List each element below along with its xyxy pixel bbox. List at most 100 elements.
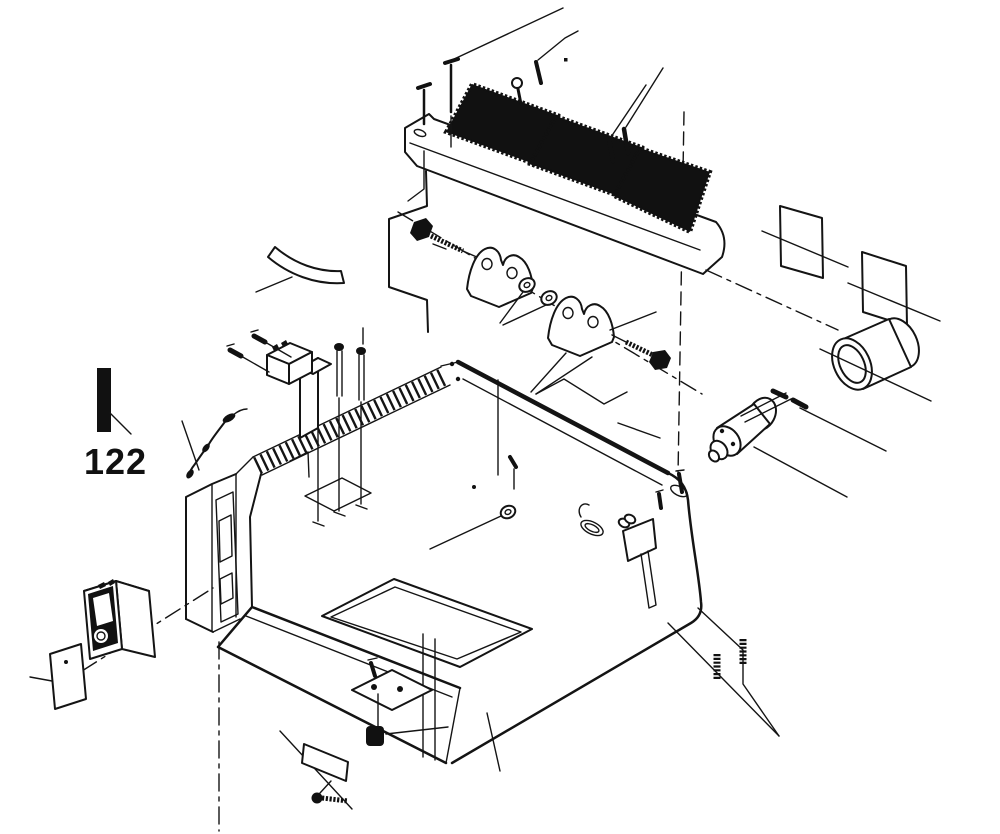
back-rim-edge — [455, 359, 671, 476]
bolt-tip — [611, 334, 627, 343]
screw-body — [534, 60, 543, 85]
wire-terminal — [222, 413, 236, 423]
screw-body — [621, 126, 631, 156]
right-edge — [450, 471, 703, 765]
indicator-ring — [96, 631, 106, 641]
retainer-strip — [301, 743, 349, 782]
leader-line — [319, 780, 332, 794]
pivot-bracket-rear — [547, 295, 615, 357]
ground-wire — [181, 408, 248, 479]
indicator-hole — [94, 629, 108, 643]
rim-hole — [455, 376, 461, 382]
belt-guard-panel — [388, 170, 429, 333]
arrow-body — [267, 246, 345, 285]
cooling-fin-pad — [527, 113, 647, 199]
screw-ring-head — [511, 77, 523, 89]
leader-line — [537, 30, 579, 61]
plate-hole — [64, 660, 68, 664]
hinge-bolt-left-thread — [429, 233, 465, 254]
pivot-hardware — [397, 211, 703, 395]
rocker-button — [93, 593, 113, 626]
tube-centerline — [705, 269, 839, 331]
plate-screw — [397, 686, 403, 692]
rim-hole — [449, 361, 455, 367]
plate-screw-top — [369, 661, 377, 678]
switch-screw — [251, 333, 268, 345]
rim-grommet — [623, 513, 637, 525]
motor-boss — [707, 449, 721, 463]
leader-line — [451, 7, 564, 61]
cover-bar-hole — [413, 128, 427, 138]
bracket-hole — [506, 266, 518, 280]
rim-pin — [677, 472, 684, 494]
slot-tower — [185, 456, 254, 633]
tower-base-inner — [212, 618, 241, 633]
motor-screw — [770, 388, 789, 400]
floor-washer — [499, 504, 517, 520]
long-screw — [355, 354, 368, 510]
carriage-bolt-thread — [321, 795, 349, 804]
leader-line — [255, 276, 293, 293]
leader-line — [385, 726, 449, 735]
mounting-plate-right — [861, 251, 908, 327]
leader-dot — [564, 58, 568, 62]
cover-bar-edge — [409, 142, 701, 251]
washer-hole — [545, 294, 553, 302]
leader-line — [625, 67, 664, 128]
tower-base — [185, 618, 214, 633]
rim-inner-edge — [462, 378, 663, 486]
hanger-bar — [640, 550, 657, 609]
rocker-switch-assembly — [29, 579, 156, 710]
rim-joint — [440, 361, 459, 367]
drive-motor — [707, 388, 887, 498]
slot-curl — [578, 503, 590, 518]
pin-head — [675, 469, 685, 472]
bottom-mounting-plate — [351, 669, 433, 711]
rim-notch — [535, 378, 661, 439]
switch-terminal — [108, 579, 115, 586]
cooling-fin-pad — [611, 145, 713, 235]
tick — [432, 243, 447, 250]
tower-channel — [215, 491, 239, 623]
rotation-arrow — [255, 246, 345, 293]
front-left-edge — [249, 473, 262, 608]
switch-terminal — [98, 582, 106, 589]
bracket-hole — [562, 306, 574, 320]
leader-line — [847, 282, 941, 322]
callout-bar-122 — [97, 368, 111, 432]
inner-tray — [321, 578, 533, 668]
leader-line — [486, 712, 501, 772]
leader-line — [697, 607, 780, 737]
leader-line — [429, 515, 502, 550]
leader-line — [610, 84, 647, 138]
leader-line — [667, 622, 780, 737]
screw-axis — [367, 657, 379, 727]
long-screw — [333, 350, 346, 517]
leader-line — [761, 230, 849, 268]
floor-washer-hole — [504, 508, 512, 516]
screw-head — [416, 82, 432, 90]
upper-cover-assembly — [404, 7, 726, 477]
hinge-bolt-right-head — [649, 350, 671, 370]
inner-tray-lip — [330, 586, 522, 660]
tower-slot — [219, 572, 234, 605]
leader-line — [819, 348, 932, 402]
oval-slot — [580, 519, 604, 537]
front-wall — [216, 605, 462, 765]
leader-line — [279, 730, 353, 810]
face-bolt — [719, 428, 725, 434]
chassis-base — [81, 359, 780, 832]
tube-bore — [837, 344, 867, 384]
spacer-tube — [819, 317, 932, 402]
hinge-bolt-right-thread — [624, 339, 657, 359]
vent-slots — [253, 367, 449, 475]
tower-verticals — [211, 456, 254, 632]
motor-bolt-shanks — [740, 392, 792, 423]
floor-hole — [472, 485, 476, 489]
switch-terminal — [281, 340, 288, 347]
micro-switch-side — [288, 351, 313, 385]
wire-sleeve — [202, 443, 210, 453]
cooling-fin-pad — [443, 81, 563, 167]
tower-top — [185, 473, 237, 620]
